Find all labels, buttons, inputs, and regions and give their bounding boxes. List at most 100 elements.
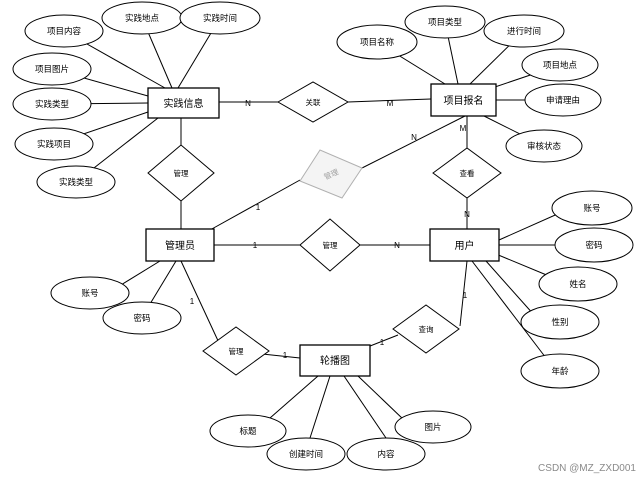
attr-carousel-title: 标题 [209,414,287,448]
attr-carousel-image: 图片 [394,410,472,444]
attr-signup-reason: 申请理由 [524,83,602,117]
attr-user-account-label: 账号 [583,203,600,213]
edge-carousel-ctime [309,375,331,439]
attr-carousel-content-label: 内容 [377,449,395,459]
attr-user-age-label: 年龄 [551,366,569,376]
edge-carousel-content [343,375,387,439]
attr-signup-place: 项目地点 [521,48,599,82]
rel-admin-practice-label: 管理 [174,168,189,178]
card-admin-signup-1: 1 [256,203,261,212]
edges [51,17,563,439]
attr-practice-time: 实践时间 [179,1,261,35]
card-user-carousel-1: 1 [463,291,468,300]
attr-admin-account-label: 账号 [81,288,98,298]
edge-user-gender [485,260,536,317]
rel-admin-user: 管理 [299,218,361,272]
attr-carousel-content: 内容 [346,437,426,471]
attr-practice-content: 项目内容 [24,14,104,48]
attr-carousel-title-label: 标题 [239,426,257,436]
card-practice-assoc: N [245,99,251,108]
attr-user-gender-label: 性别 [551,317,568,327]
entity-project-signup: 项目报名 [430,83,497,117]
edge-admin-password [149,260,177,305]
attr-user-password: 密码 [554,227,634,263]
entity-practice: 实践信息 [147,87,220,119]
rel-user-carousel: 查询 [392,304,460,354]
rel-admin-signup: 管理 [299,149,363,199]
attr-admin-password-label: 密码 [133,313,150,323]
attr-user-password-label: 密码 [585,240,602,250]
entity-project-signup-label: 项目报名 [444,94,484,107]
attr-signup-time-label: 进行时间 [507,26,541,36]
rel-admin-carousel-label: 管理 [229,346,244,356]
attr-signup-type: 项目类型 [404,5,486,39]
entity-user-label: 用户 [455,239,475,252]
rel-user-carousel-label: 查询 [419,324,434,334]
attr-practice-image-label: 项目图片 [35,64,69,74]
card-user-carousel-2: 1 [380,338,385,347]
card-user-view: N [464,210,470,219]
attr-practice-project-label: 实践项目 [37,139,71,149]
edge-user-query [459,260,468,327]
entity-carousel-label: 轮播图 [320,354,350,367]
attr-practice-type-2: 实践类型 [36,165,116,199]
edge-user-name [495,253,550,277]
card-admin-carousel-1: 1 [190,297,195,306]
attr-practice-time-label: 实践时间 [203,13,237,23]
card-admin-user-1: 1 [253,241,258,250]
edge-admin-manage-signup-b [361,115,466,169]
attr-user-age: 年龄 [520,353,600,389]
cardinalities: N M 1 N 1 N M N 1 1 1 1 [190,99,470,360]
attr-admin-account: 账号 [50,276,130,310]
attr-admin-password: 密码 [102,301,182,335]
attr-signup-type-label: 项目类型 [428,17,463,27]
attr-signup-time: 进行时间 [483,14,565,48]
rel-assoc-label: 关联 [306,97,321,107]
attr-carousel-create-time-label: 创建时间 [289,449,323,459]
attr-signup-reason-label: 申请理由 [546,95,580,105]
entity-admin: 管理员 [145,228,215,262]
card-assoc-signup: M [387,99,394,108]
rel-user-signup-label: 查看 [460,168,475,178]
attr-practice-image: 项目图片 [12,52,92,86]
entity-practice-label: 实践信息 [164,97,204,110]
attr-practice-type-2-label: 实践类型 [59,177,94,187]
attr-carousel-create-time: 创建时间 [266,437,346,471]
attr-practice-type-1: 实践类型 [12,87,92,121]
rel-assoc: 关联 [276,81,350,123]
card-admin-signup-n: N [411,133,417,142]
rel-admin-user-label: 管理 [323,240,338,250]
entity-carousel: 轮播图 [299,344,371,377]
attr-practice-type-1-label: 实践类型 [35,99,70,109]
entity-admin-label: 管理员 [165,239,195,252]
attr-signup-status: 审核状态 [505,129,583,163]
attr-practice-content-label: 项目内容 [47,26,82,36]
rel-admin-carousel: 管理 [202,326,270,376]
card-admin-user-n: N [394,241,400,250]
entity-user: 用户 [429,228,500,262]
edge-user-age [471,260,547,359]
edge-user-account [498,211,563,241]
rel-admin-practice: 管理 [147,144,215,202]
attr-practice-place-label: 实践地点 [125,13,160,23]
attr-user-name-label: 姓名 [569,279,586,289]
card-admin-carousel-2: 1 [283,351,288,360]
attr-signup-place-label: 项目地点 [543,60,578,70]
attr-practice-project: 实践项目 [14,127,94,161]
edge-carousel-title [261,375,319,426]
edge-carousel-image [357,375,405,421]
edge-admin-manage-carousel-a [180,260,221,346]
edge-assoc-signup [347,98,432,103]
attr-user-gender: 性别 [520,304,600,340]
edge-admin-manage-signup-a [209,179,301,231]
attr-signup-name: 项目名称 [336,24,418,60]
card-signup-view: M [460,124,467,133]
attr-user-name: 姓名 [538,266,618,302]
edge-admin-account [115,260,161,289]
rel-user-signup: 查看 [432,147,502,199]
attr-signup-status-label: 审核状态 [527,141,562,151]
attr-carousel-image-label: 图片 [424,422,441,432]
attr-user-account: 账号 [551,190,633,226]
